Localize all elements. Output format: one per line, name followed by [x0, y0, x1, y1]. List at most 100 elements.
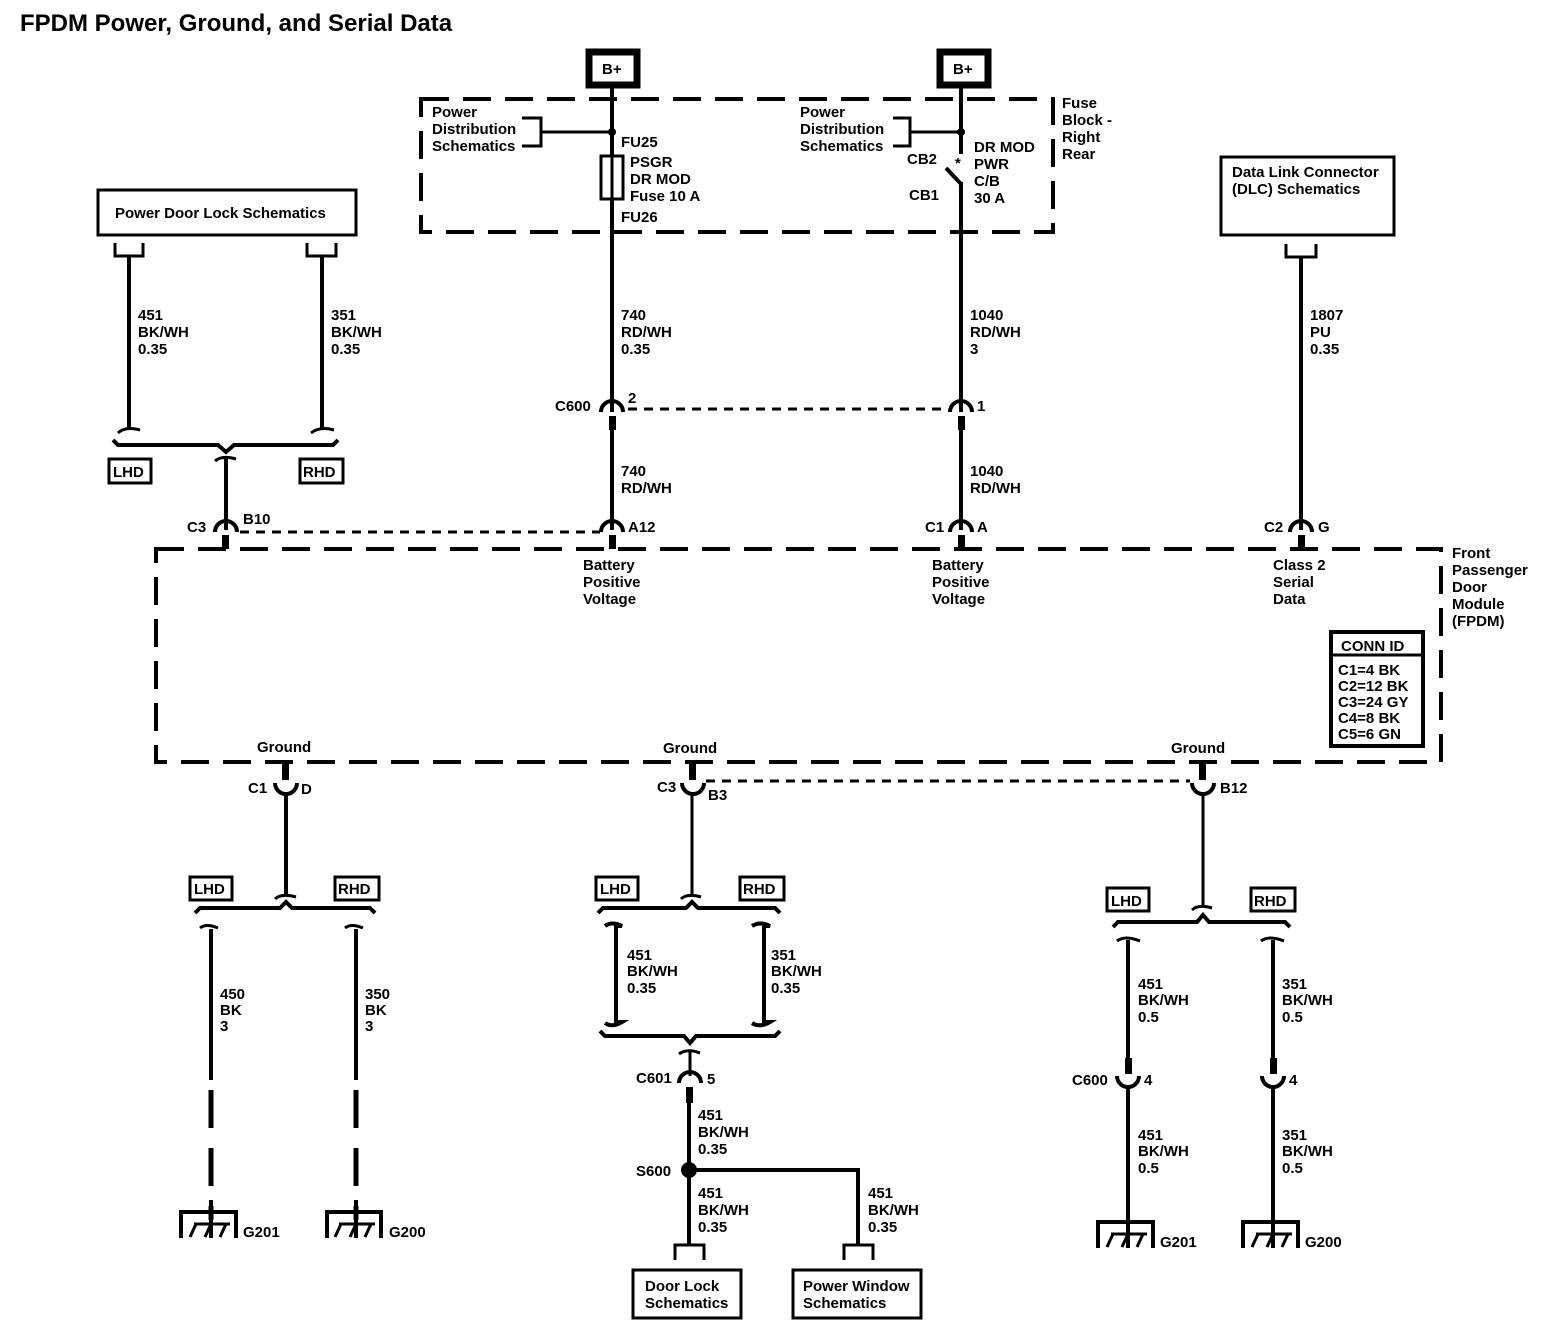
option-rhd-ground-right: RHD — [1249, 886, 1297, 913]
label-text: 0.5 — [1282, 1160, 1303, 1177]
label-text: C/B — [974, 173, 1000, 190]
label-text: 451 — [1138, 1127, 1163, 1144]
label-text: RHD — [743, 881, 776, 898]
label-text: 2 — [628, 390, 636, 407]
label-text: Battery — [932, 557, 984, 574]
label-text: BK/WH — [138, 324, 189, 341]
label-text: DR MOD — [974, 139, 1035, 156]
ground-icon — [325, 1200, 383, 1238]
label-text: PSGR — [630, 154, 673, 171]
power-window-schematics-ref[interactable]: Power Window Schematics — [791, 1268, 923, 1320]
label-text: C601 — [636, 1070, 672, 1087]
label-text: C1 — [248, 780, 267, 797]
label-text: Distribution — [800, 121, 884, 138]
option-lhd-ground-right: LHD — [1105, 886, 1151, 913]
label-text: Front — [1452, 545, 1490, 562]
label-text: 351 — [331, 307, 356, 324]
label-text: 0.5 — [1282, 1009, 1303, 1026]
wire-451-right-lower-label: 451 BK/WH 0.5 — [1138, 1127, 1189, 1177]
diagram-title: FPDM Power, Ground, and Serial Data — [20, 10, 453, 37]
option-rhd-ground-left: RHD — [333, 875, 381, 902]
label-text: 1 — [977, 398, 985, 415]
label-text: C600 — [1072, 1072, 1108, 1089]
label-text: Data — [1273, 591, 1306, 608]
label-text: B+ — [602, 61, 622, 78]
label-text: C3 — [187, 519, 206, 536]
label-text: Rear — [1062, 146, 1096, 163]
door-lock-schematics-ref[interactable]: Door Lock Schematics — [631, 1268, 743, 1320]
label-text: 0.35 — [331, 341, 360, 358]
label-text: Module — [1452, 596, 1505, 613]
label-text: 351 — [771, 947, 796, 964]
label-text: 451 — [1138, 976, 1163, 993]
label-text: PWR — [974, 156, 1009, 173]
label-text: 350 — [365, 986, 390, 1003]
label-text: Data Link Connector — [1232, 164, 1379, 181]
label-text: RHD — [1254, 893, 1287, 910]
label-text: G200 — [389, 1224, 426, 1241]
label-text: 1040 — [970, 463, 1003, 480]
label-text: BK — [220, 1002, 242, 1019]
connector-c2-g: C2 G — [1264, 519, 1330, 549]
connector-c3-b3: C3 B3 — [657, 764, 1190, 804]
label-text: 4 — [1144, 1072, 1153, 1089]
pin-label-class2-serial: Class 2 Serial Data — [1273, 557, 1326, 608]
label-text: 351 — [1282, 976, 1307, 993]
ground-g201-right: G201 — [1096, 1220, 1197, 1251]
lhd-rhd-brace-ground-left — [193, 899, 377, 915]
label-text: B+ — [953, 61, 973, 78]
label-text: B10 — [243, 511, 271, 528]
label-text: LHD — [113, 464, 144, 481]
splice-s600: S600 — [636, 1162, 697, 1180]
label-text: BK/WH — [868, 1202, 919, 1219]
pin-label-battery-positive-2: Battery Positive Voltage — [932, 557, 990, 608]
label-text: 0.35 — [621, 341, 650, 358]
label-text: RD/WH — [970, 324, 1021, 341]
label-text: C3 — [657, 779, 676, 796]
label-text: BK/WH — [331, 324, 382, 341]
label-text: 450 — [220, 986, 245, 1003]
connector-a12: A12 — [599, 519, 656, 549]
label-text: BK — [365, 1002, 387, 1019]
lhd-rhd-brace-ground-mid-bottom — [598, 1029, 782, 1047]
label-text: 740 — [621, 307, 646, 324]
wire-451-doorlock-label: 451 BK/WH 0.35 — [698, 1185, 749, 1236]
label-text: FU25 — [621, 134, 658, 151]
ground-label-right: Ground — [1171, 740, 1225, 757]
fuse-block-label: Fuse Block - Right Rear — [1062, 95, 1112, 163]
label-text: 3 — [365, 1018, 373, 1035]
connector-c601: C601 5 — [636, 1070, 715, 1103]
wire-451-pdl-label: 451 BK/WH 0.35 — [138, 307, 189, 358]
label-text: 451 — [868, 1185, 893, 1202]
label-text: C1=4 BK — [1338, 662, 1400, 679]
connector-c3-b10: C3 B10 — [187, 511, 600, 549]
label-text: 30 A — [974, 190, 1005, 207]
label-text: A — [977, 519, 988, 536]
label-text: Schematics — [800, 138, 883, 155]
label-text: C2=12 BK — [1338, 678, 1409, 695]
ground-label-left: Ground — [257, 739, 311, 756]
label-text: (DLC) Schematics — [1232, 181, 1360, 198]
label-text: Door Lock — [645, 1278, 720, 1295]
power-distribution-ref-right[interactable]: Power Distribution Schematics — [800, 104, 965, 155]
wire-351-pdl-label: 351 BK/WH 0.35 — [331, 307, 382, 358]
lhd-rhd-brace-ground-mid — [596, 899, 782, 915]
label-text: 3 — [220, 1018, 228, 1035]
label-text: 351 — [1282, 1127, 1307, 1144]
connector-b12: B12 — [1190, 764, 1248, 797]
ground-g200-right: G200 — [1241, 1220, 1342, 1251]
label-text: (FPDM) — [1452, 613, 1505, 630]
label-text: G200 — [1305, 1234, 1342, 1251]
label-text: 0.35 — [138, 341, 167, 358]
fuse-block-outline — [419, 97, 1055, 234]
wire-451-mid-label: 451 BK/WH 0.35 — [627, 947, 678, 997]
dlc-schematics-ref[interactable]: Data Link Connector (DLC) Schematics — [1219, 155, 1396, 237]
label-text: 4 — [1289, 1072, 1298, 1089]
power-door-lock-schematics-ref[interactable]: Power Door Lock Schematics — [96, 188, 358, 237]
power-distribution-ref-left[interactable]: Power Distribution Schematics — [432, 104, 616, 155]
label-text: 0.35 — [698, 1219, 727, 1236]
wire-350-label: 350 BK 3 — [365, 986, 390, 1035]
fuse-psgr-dr-mod: FU25 PSGR DR MOD Fuse 10 A FU26 — [599, 134, 700, 226]
pin-label-battery-positive-1: Battery Positive Voltage — [583, 557, 641, 608]
label-text: DR MOD — [630, 171, 691, 188]
